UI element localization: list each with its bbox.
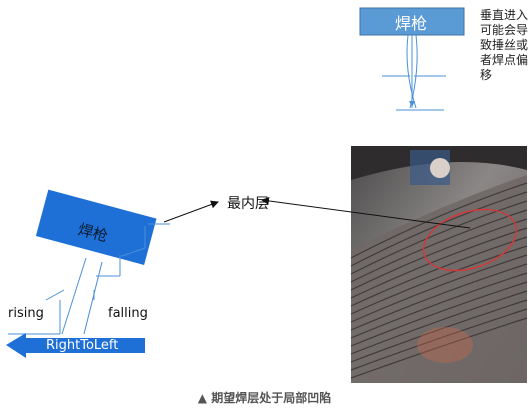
left-torch-box xyxy=(35,189,157,265)
right-to-left-arrow xyxy=(6,333,145,358)
weld-photo xyxy=(350,146,528,383)
vertical-entry-note: 垂直进入可能会导致捶丝或者焊点偏移 xyxy=(480,8,529,82)
top-wire-lines xyxy=(382,34,446,111)
right-to-left-label: RightToLeft xyxy=(46,338,119,353)
highlight-circle xyxy=(422,208,518,272)
falling-label: falling xyxy=(108,306,148,321)
top-torch-label: 焊枪 xyxy=(395,14,428,33)
left-wire-lines xyxy=(8,223,170,335)
figure-caption: ▲ 期望焊层处于局部凹陷 xyxy=(197,391,332,405)
arrow-to-innermost-right xyxy=(261,196,471,229)
top-torch-box xyxy=(359,7,465,36)
arrow-to-innermost-left xyxy=(163,200,219,223)
rising-label: rising xyxy=(8,306,44,321)
innermost-layer-label: 最内层 xyxy=(227,196,269,212)
